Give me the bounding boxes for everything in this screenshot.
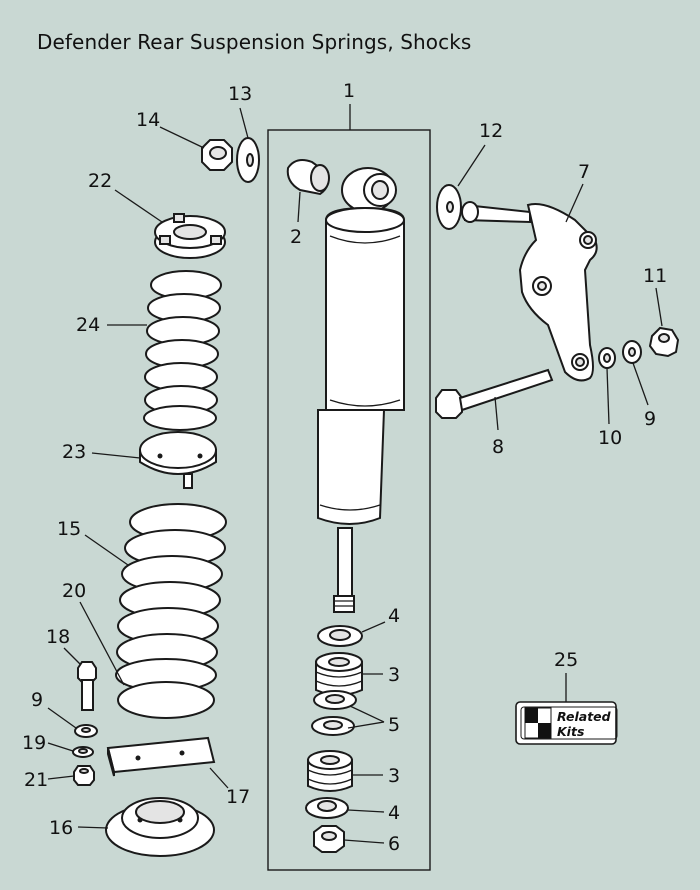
callout-14: 14: [136, 109, 160, 131]
leader-23: [91, 452, 141, 459]
nut-part-6[interactable]: [313, 825, 345, 853]
leader-18: [63, 647, 81, 665]
washers-part-5[interactable]: [311, 690, 357, 736]
washer-part-19[interactable]: [72, 746, 94, 758]
leader-17: [209, 767, 229, 789]
callout-13: 13: [228, 83, 252, 105]
leader-7: [565, 183, 584, 223]
washer-part-4-upper[interactable]: [317, 625, 363, 647]
callout-24: 24: [76, 314, 100, 336]
leader-9b: [632, 362, 649, 406]
callout-7: 7: [578, 161, 590, 183]
callout-8: 8: [492, 436, 504, 458]
bolt-part-18[interactable]: [77, 661, 97, 711]
callout-21: 21: [24, 769, 48, 791]
callout-11: 11: [643, 265, 667, 287]
leader-11: [655, 287, 663, 327]
washer-part-13[interactable]: [236, 137, 260, 183]
leader-12: [457, 144, 486, 187]
leader-6: [343, 839, 385, 844]
callout-2: 2: [290, 226, 302, 248]
callout-25: 25: [554, 649, 578, 671]
leader-20: [79, 601, 125, 686]
nut-part-11[interactable]: [648, 326, 680, 358]
callout-3a: 3: [388, 664, 400, 686]
coil-spring-part-15[interactable]: [115, 503, 227, 692]
nut-part-21[interactable]: [73, 765, 95, 786]
leader-10: [606, 367, 610, 425]
callout-1: 1: [343, 80, 355, 102]
leader-2: [297, 191, 301, 223]
shock-absorber[interactable]: [317, 167, 405, 613]
rubber-bush-part-3-upper[interactable]: [315, 652, 363, 696]
leader-4b: [347, 809, 385, 813]
callout-9a: 9: [31, 689, 43, 711]
related-kits-line1: Related: [557, 709, 612, 724]
packing-plate-part-17[interactable]: [106, 736, 216, 777]
washer-part-4-lower[interactable]: [305, 797, 349, 819]
leader-4a: [361, 621, 386, 633]
checkered-flag-icon: [524, 707, 552, 739]
leader-9a: [47, 707, 77, 729]
spring-seat-part-16[interactable]: [105, 797, 215, 857]
leader-14: [159, 126, 205, 149]
leader-16: [77, 826, 109, 829]
callout-15: 15: [57, 518, 81, 540]
nut-part-14[interactable]: [201, 139, 233, 171]
coil-spring-part-24[interactable]: [143, 270, 222, 431]
callout-10: 10: [598, 427, 622, 449]
rubber-bush-part-3-lower[interactable]: [307, 750, 353, 792]
related-kits-line2: Kits: [557, 724, 584, 739]
callout-9b: 9: [644, 408, 656, 430]
washer-part-10[interactable]: [598, 347, 616, 369]
leader-8: [494, 396, 499, 431]
shock-group-frame: [267, 129, 431, 871]
leader-19: [47, 742, 74, 752]
spring-retainer-part-22[interactable]: [154, 213, 226, 259]
callout-18: 18: [46, 626, 70, 648]
page-title: Defender Rear Suspension Springs, Shocks: [37, 30, 472, 54]
spring-plate-part-23[interactable]: [139, 431, 217, 489]
washer-part-9-right[interactable]: [622, 340, 642, 364]
callout-20: 20: [62, 580, 86, 602]
callout-5: 5: [388, 714, 400, 736]
bolt-part-8[interactable]: [435, 368, 554, 419]
callout-12: 12: [479, 120, 503, 142]
callout-19: 19: [22, 732, 46, 754]
washer-part-12[interactable]: [436, 184, 462, 230]
leader-22: [114, 189, 163, 223]
spring-ring-part-20[interactable]: [117, 681, 215, 719]
callout-4a: 4: [388, 605, 400, 627]
leader-15: [84, 534, 129, 566]
leader-5a: [349, 705, 385, 723]
callout-23: 23: [62, 441, 86, 463]
callout-3b: 3: [388, 765, 400, 787]
washer-part-9-left[interactable]: [74, 724, 98, 738]
leader-21: [47, 775, 75, 780]
callout-4b: 4: [388, 802, 400, 824]
callout-16: 16: [49, 817, 73, 839]
callout-22: 22: [88, 170, 112, 192]
callout-17: 17: [226, 786, 250, 808]
leader-13: [239, 107, 249, 139]
related-kits-button[interactable]: Related Kits: [515, 701, 618, 745]
leader-5b: [347, 721, 385, 729]
shock-bracket-part-7[interactable]: [461, 201, 598, 382]
callout-6: 6: [388, 833, 400, 855]
bush-part-2[interactable]: [286, 159, 330, 196]
